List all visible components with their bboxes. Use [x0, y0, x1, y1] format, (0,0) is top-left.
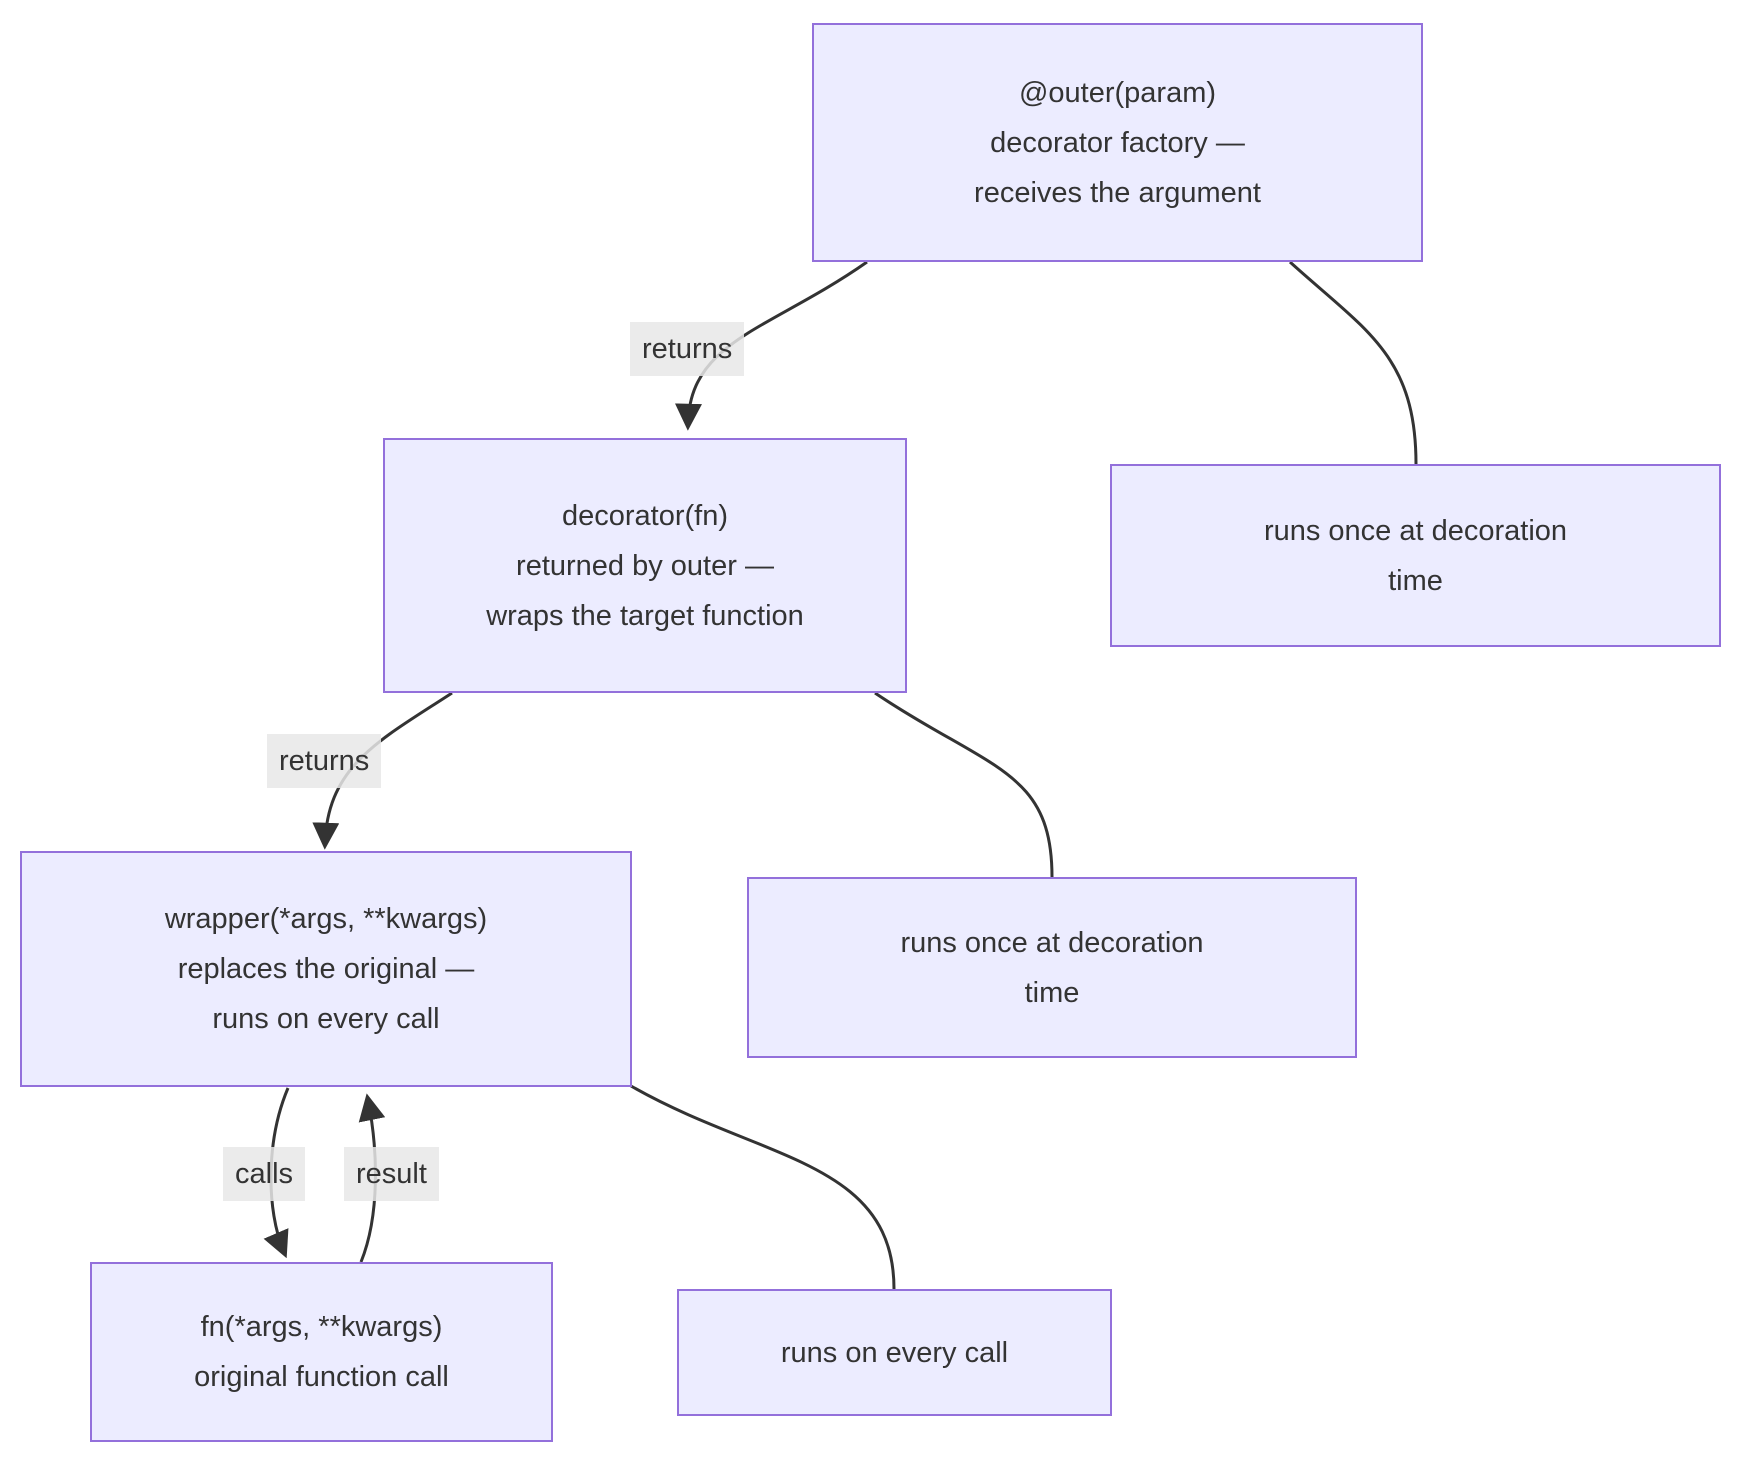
node-note-runs-every-call: runs on every call — [677, 1289, 1112, 1416]
node-decorator: decorator(fn) returned by outer — wraps … — [383, 438, 907, 693]
node-fn-line2: original function call — [194, 1361, 449, 1393]
note1-line2: time — [1388, 564, 1443, 597]
node-decorator-line2: returned by outer — — [516, 549, 774, 582]
node-outer-line3: receives the argument — [974, 176, 1261, 209]
edge-decorator-to-note2 — [874, 691, 1054, 878]
note2-line1: runs once at decoration — [900, 926, 1204, 959]
node-decorator-line1: decorator(fn) — [561, 499, 728, 532]
node-note-runs-once-decoration-2: runs once at decoration time — [747, 877, 1357, 1058]
edge-outer-to-note1 — [1288, 260, 1418, 465]
node-wrapper: wrapper(*args, **kwargs) replaces the or… — [20, 851, 632, 1087]
node-fn-line1: fn(*args, **kwargs) — [200, 1311, 443, 1343]
edge-label-returns-1: returns — [630, 322, 745, 376]
note3-line1: runs on every call — [780, 1336, 1009, 1369]
node-outer-line2: decorator factory — — [990, 126, 1245, 159]
node-wrapper-line2: replaces the original — — [177, 953, 475, 985]
note1-line1: runs once at decoration — [1263, 514, 1568, 547]
note2-line2: time — [1024, 976, 1080, 1009]
node-wrapper-line1: wrapper(*args, **kwargs) — [164, 903, 488, 935]
node-fn-original-function: fn(*args, **kwargs) original function ca… — [90, 1262, 553, 1442]
node-note-runs-once-decoration-1: runs once at decoration time — [1110, 464, 1721, 647]
edge-label-result: result — [344, 1147, 439, 1201]
node-outer-decorator-factory: @outer(param) decorator factory — receiv… — [812, 23, 1423, 262]
node-decorator-line3: wraps the target function — [486, 599, 804, 632]
edge-wrapper-to-note3 — [630, 1084, 896, 1290]
node-outer-line1: @outer(param) — [1018, 76, 1217, 109]
node-wrapper-line3: runs on every call — [212, 1003, 440, 1035]
edge-label-calls: calls — [223, 1147, 306, 1201]
edge-label-returns-2: returns — [267, 734, 382, 788]
